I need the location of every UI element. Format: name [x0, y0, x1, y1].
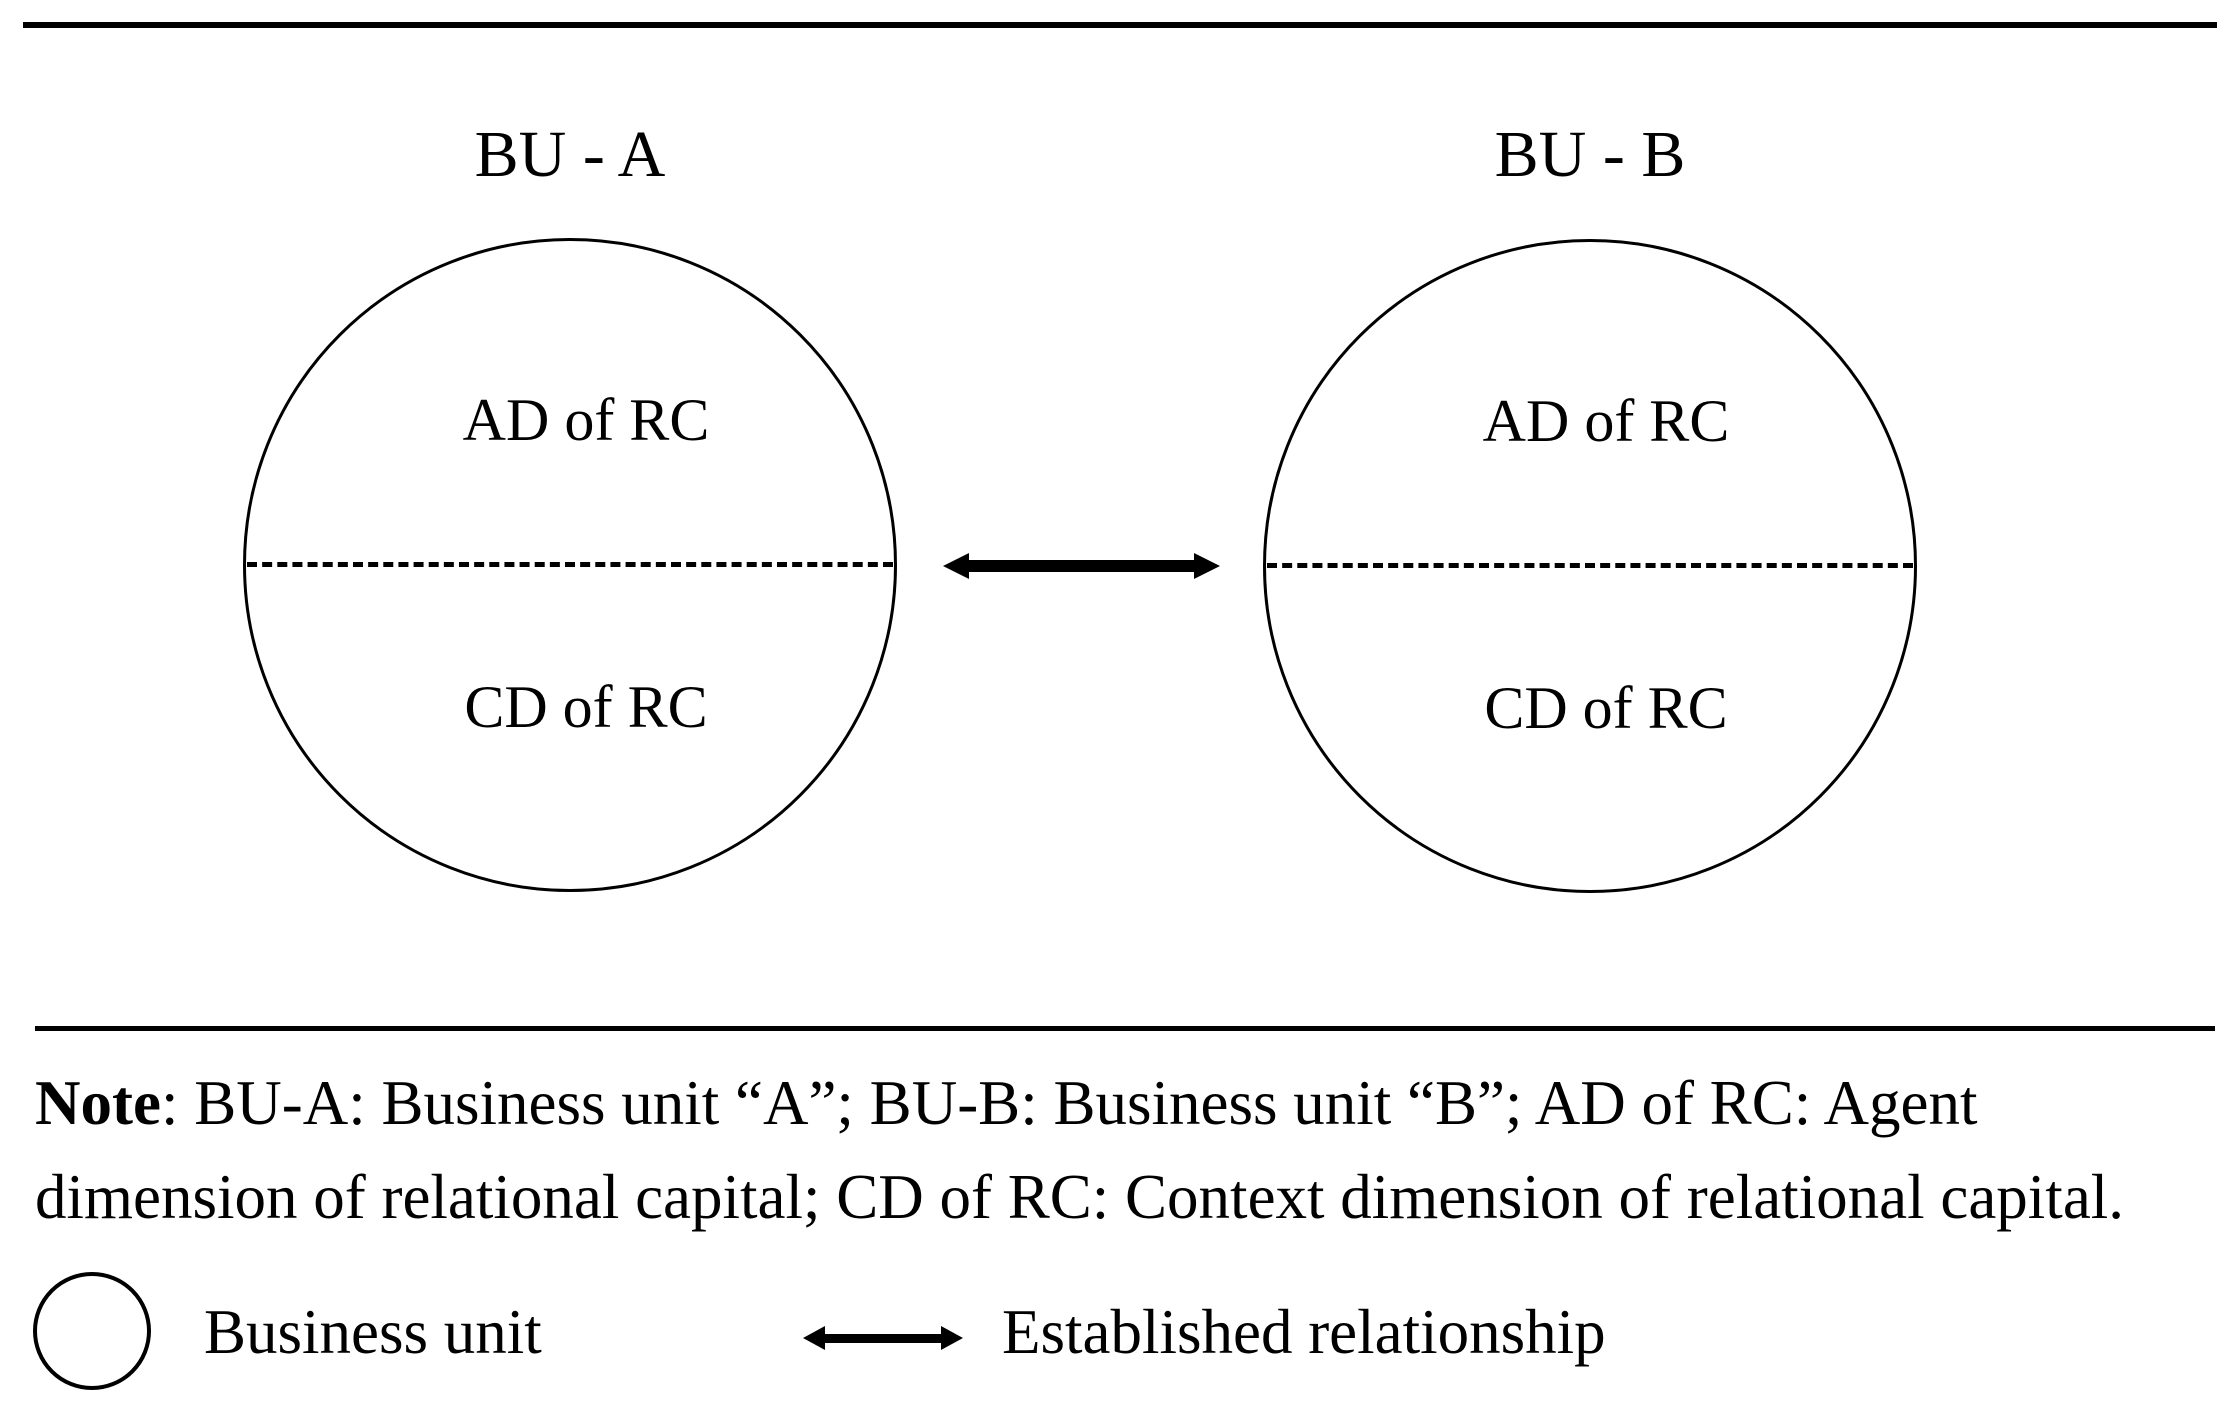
bu-b-title: BU - B	[1494, 118, 1686, 191]
arrow-head-left	[943, 553, 969, 579]
legend-relationship-arrow-icon	[803, 1326, 963, 1350]
note-prefix: Note	[35, 1068, 161, 1138]
bu-a-context-dimension-label: CD of RC	[464, 674, 708, 740]
legend-relationship-label: Established relationship	[1002, 1297, 1606, 1367]
arrow-head-left	[803, 1326, 825, 1350]
bu-a-dimension-divider	[247, 562, 893, 567]
top-divider-rule	[23, 22, 2217, 28]
bu-a-circle	[243, 238, 897, 892]
figure-note: Note: BU-A: Business unit “A”; BU-B: Bus…	[35, 1056, 2205, 1244]
bu-b-context-dimension-label: CD of RC	[1484, 675, 1728, 741]
arrow-shaft	[969, 560, 1194, 572]
bu-b-dimension-divider	[1267, 563, 1913, 568]
bu-b-agent-dimension-label: AD of RC	[1482, 388, 1730, 454]
arrow-shaft	[825, 1333, 941, 1343]
legend-business-unit-icon	[33, 1272, 151, 1390]
arrow-head-right	[1194, 553, 1220, 579]
bu-b-circle	[1263, 239, 1917, 893]
note-divider-rule	[35, 1026, 2215, 1031]
arrow-head-right	[941, 1326, 963, 1350]
legend-business-unit-label: Business unit	[204, 1297, 542, 1367]
bu-a-title: BU - A	[474, 118, 666, 191]
note-body: : BU-A: Business unit “A”; BU-B: Busines…	[35, 1068, 2125, 1232]
bu-a-agent-dimension-label: AD of RC	[462, 387, 710, 453]
established-relationship-arrow-icon	[943, 552, 1220, 580]
